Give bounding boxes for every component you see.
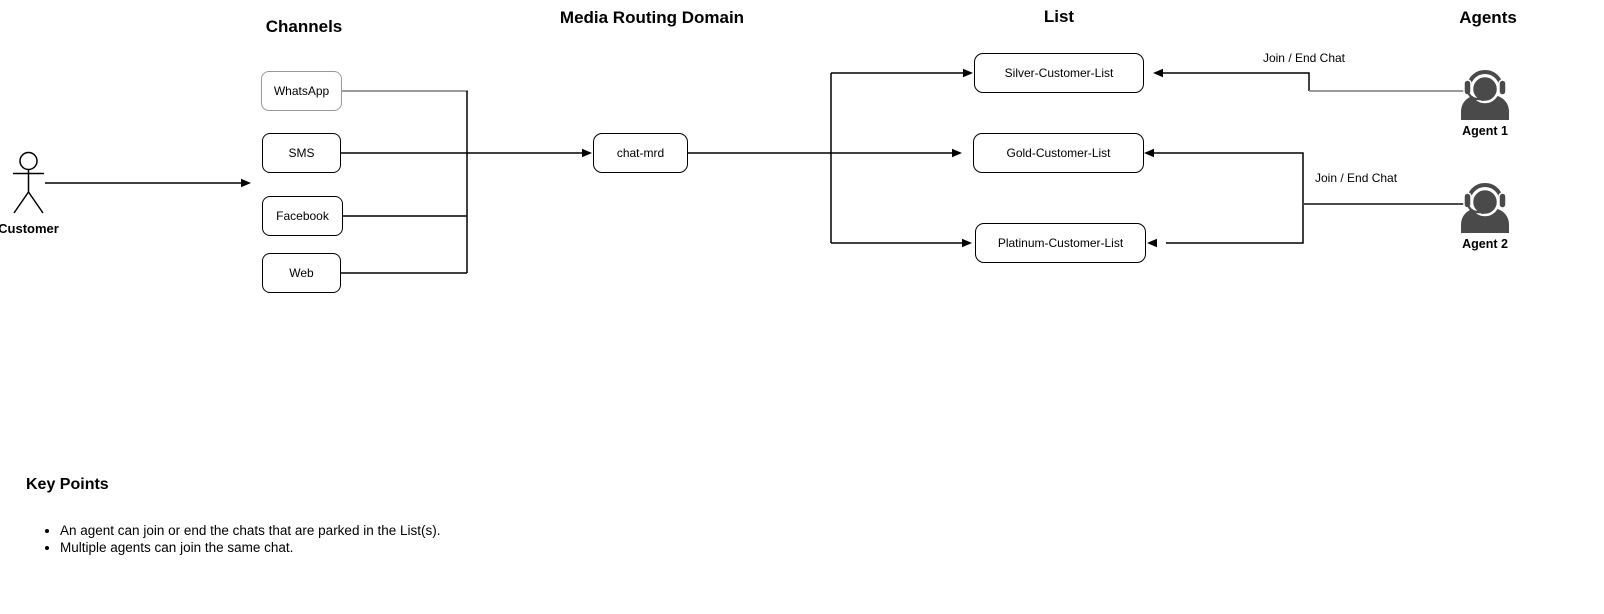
key-point-item: Multiple agents can join the same chat. [60, 539, 440, 556]
edge-trunk-to-platinum [831, 238, 972, 248]
channel-node-facebook: Facebook [262, 196, 343, 236]
channel-node-web: Web [262, 253, 341, 293]
channel-node-facebook-label: Facebook [276, 209, 329, 223]
channel-node-web-label: Web [289, 266, 314, 280]
list-node-gold-label: Gold-Customer-List [1006, 146, 1111, 160]
chat-mrd-node-label: chat-mrd [616, 146, 665, 160]
customer-actor-label: Customer [0, 221, 59, 236]
agent1-headset-icon [1461, 70, 1509, 120]
list-node-gold: Gold-Customer-List [973, 133, 1144, 173]
edge-label-join-end-chat-1: Join / End Chat [1262, 51, 1346, 65]
media-routing-domain-title: Media Routing Domain [559, 8, 745, 27]
key-point-item: An agent can join or end the chats that … [60, 522, 440, 539]
agent1-label: Agent 1 [1462, 124, 1508, 138]
channel-node-sms: SMS [262, 133, 341, 173]
agents-section-title: Agents [1459, 8, 1517, 27]
list-node-platinum-label: Platinum-Customer-List [997, 236, 1124, 250]
list-section-title: List [1043, 7, 1075, 26]
edge-agent2-to-gold-platinum [1144, 148, 1464, 248]
edge-label-join-end-chat-2: Join / End Chat [1315, 171, 1398, 185]
channel-node-sms-label: SMS [288, 146, 315, 160]
agent2-label: Agent 2 [1462, 237, 1508, 251]
list-node-silver-label: Silver-Customer-List [1004, 66, 1114, 80]
channels-section-title: Channels [265, 17, 343, 36]
edge-customer-to-channels [45, 178, 251, 188]
list-node-silver: Silver-Customer-List [974, 53, 1144, 93]
channel-node-whatsapp-label: WhatsApp [273, 84, 330, 98]
key-points-heading: Key Points [26, 476, 109, 493]
edge-trunk-to-silver [831, 68, 973, 78]
customer-actor-icon [13, 151, 44, 214]
chat-mrd-node: chat-mrd [593, 133, 688, 173]
channel-node-whatsapp: WhatsApp [261, 71, 342, 111]
key-points-list: An agent can join or end the chats that … [28, 522, 440, 556]
agent2-headset-icon [1461, 183, 1509, 233]
edge-trunk-to-gold [831, 148, 962, 158]
list-node-platinum: Platinum-Customer-List [975, 223, 1146, 263]
edge-chatmrd-to-lists-trunk [688, 73, 832, 243]
edge-agent1-to-silver [1153, 68, 1464, 92]
edge-channels-to-chatmrd [341, 148, 592, 158]
